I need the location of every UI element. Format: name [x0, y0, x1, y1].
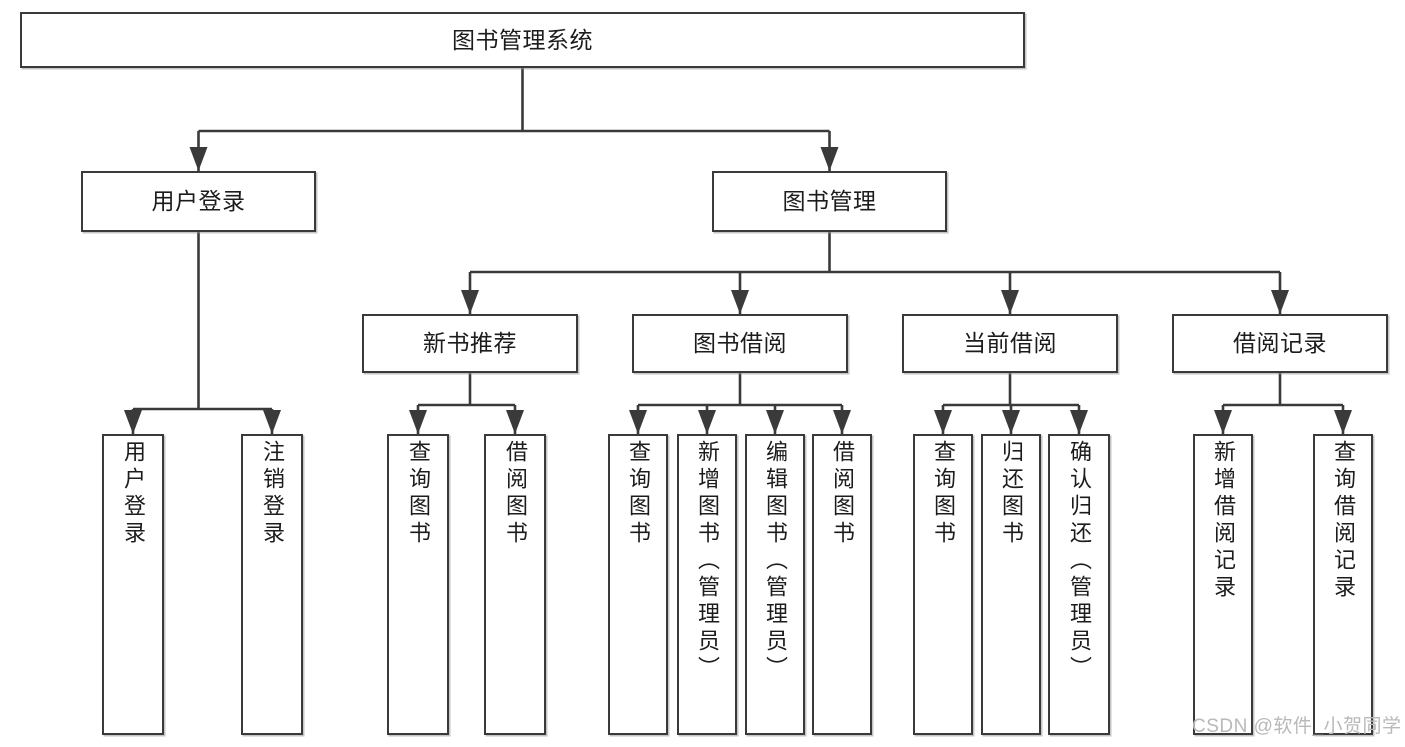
node-root[interactable]: 图书管理系统	[20, 12, 1025, 68]
arrowhead-icon	[698, 410, 716, 434]
arrowhead-icon	[934, 410, 952, 434]
arrowhead-icon	[1001, 290, 1019, 314]
node-label: 查询图书	[626, 440, 651, 548]
node-user-login[interactable]: 用户登录	[81, 171, 316, 232]
node-new-book-rec[interactable]: 新书推荐	[362, 314, 578, 373]
node-label: 归还图书	[999, 440, 1024, 548]
arrowhead-icon	[1002, 410, 1020, 434]
arrowhead-icon	[1070, 410, 1088, 434]
arrowhead-icon	[731, 290, 749, 314]
node-label: 图书管理	[782, 188, 877, 215]
node-borrow-record[interactable]: 借阅记录	[1172, 314, 1388, 373]
csdn-watermark: CSDN @软件_小贺同学	[1192, 716, 1402, 737]
node-leaf-return-book[interactable]: 归还图书	[981, 434, 1041, 735]
node-leaf-add-record[interactable]: 新增借阅记录	[1193, 434, 1253, 735]
arrowhead-icon	[1214, 410, 1232, 434]
arrowhead-icon	[461, 290, 479, 314]
arrowhead-icon	[1334, 410, 1352, 434]
node-label: 借阅图书	[503, 440, 528, 548]
node-leaf-user-login[interactable]: 用户登录	[102, 434, 164, 735]
node-label: 查询图书	[406, 440, 431, 548]
node-leaf-query-book-3[interactable]: 查询图书	[913, 434, 973, 735]
node-label: 用户登录	[121, 440, 146, 548]
arrowhead-icon	[124, 410, 142, 434]
node-label: 图书借阅	[693, 330, 787, 357]
node-book-manage[interactable]: 图书管理	[712, 171, 947, 232]
node-leaf-add-book[interactable]: 新增图书（管理员）	[677, 434, 737, 735]
node-leaf-query-record[interactable]: 查询借阅记录	[1313, 434, 1373, 735]
node-current-borrow[interactable]: 当前借阅	[902, 314, 1118, 373]
arrowhead-icon	[1271, 290, 1289, 314]
node-label: 新增借阅记录	[1211, 440, 1236, 602]
node-label: 当前借阅	[963, 330, 1057, 357]
node-label: 查询图书	[931, 440, 956, 548]
node-leaf-query-book-2[interactable]: 查询图书	[608, 434, 668, 735]
node-leaf-query-book-1[interactable]: 查询图书	[387, 434, 449, 735]
node-label: 图书管理系统	[452, 26, 593, 53]
node-leaf-confirm-return[interactable]: 确认归还（管理员）	[1048, 434, 1110, 735]
node-label: 注销登录	[260, 440, 285, 548]
arrowhead-icon	[766, 410, 784, 434]
node-leaf-logout[interactable]: 注销登录	[241, 434, 303, 735]
node-label: 借阅记录	[1233, 330, 1327, 357]
arrowhead-icon	[189, 147, 208, 171]
arrowhead-icon	[629, 410, 647, 434]
node-label: 借阅图书	[830, 440, 855, 548]
node-label: 新书推荐	[423, 330, 517, 357]
arrowhead-icon	[506, 410, 524, 434]
node-leaf-edit-book[interactable]: 编辑图书（管理员）	[745, 434, 805, 735]
node-label: 用户登录	[151, 188, 246, 215]
arrowhead-icon	[833, 410, 851, 434]
node-leaf-borrow-book-1[interactable]: 借阅图书	[484, 434, 546, 735]
node-book-borrow[interactable]: 图书借阅	[632, 314, 848, 373]
node-label: 确认归还（管理员）	[1067, 440, 1092, 683]
node-label: 编辑图书（管理员）	[763, 440, 788, 683]
arrowhead-icon	[263, 410, 281, 434]
node-leaf-borrow-book-2[interactable]: 借阅图书	[812, 434, 872, 735]
node-label: 查询借阅记录	[1331, 440, 1356, 602]
arrowhead-icon	[409, 410, 427, 434]
node-label: 新增图书（管理员）	[695, 440, 720, 683]
arrowhead-icon	[820, 147, 839, 171]
